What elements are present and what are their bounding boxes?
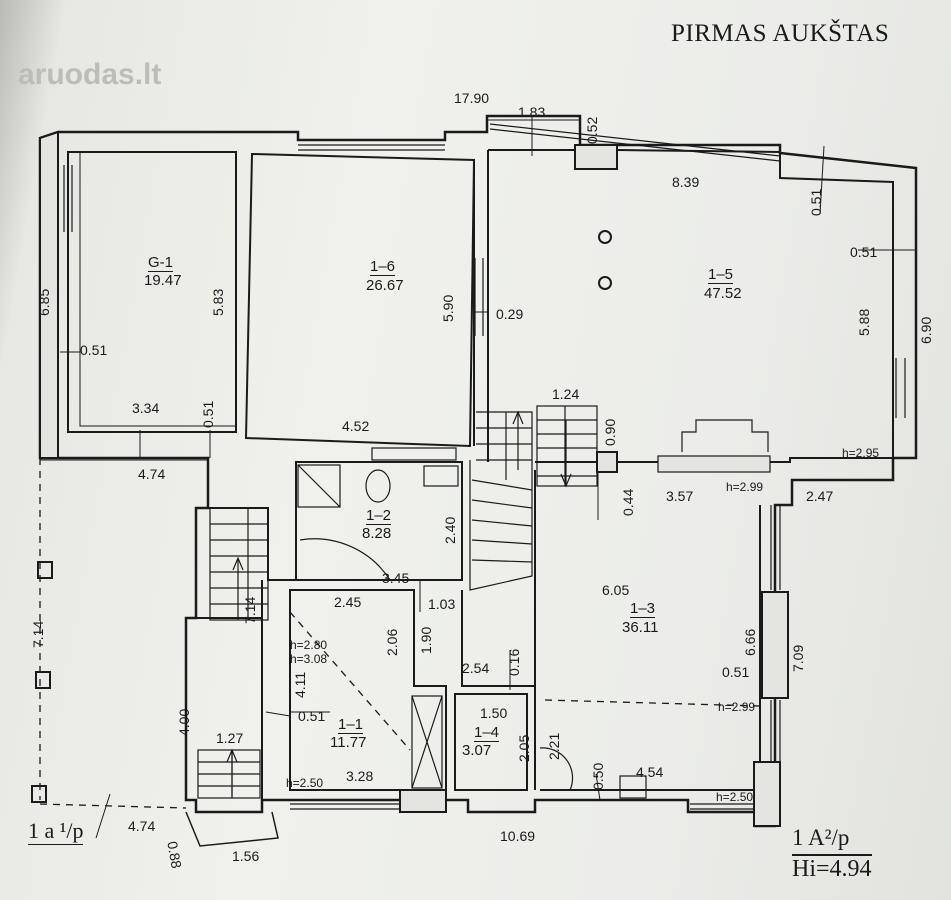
scale-label: 1 A²/p bbox=[792, 825, 850, 850]
room-1-6 bbox=[244, 152, 476, 448]
dim-5-90: 5.90 bbox=[440, 294, 456, 322]
room-area-1-6: 26.67 bbox=[366, 277, 404, 294]
dim-0-90: 0.90 bbox=[602, 418, 618, 446]
room-1-4 bbox=[454, 693, 528, 791]
dim-4-11: 4.11 bbox=[292, 671, 308, 698]
room-id-1-1: 1–1 bbox=[338, 716, 364, 734]
dim-2-45: 2.45 bbox=[334, 594, 362, 610]
room-1-5 bbox=[488, 149, 894, 463]
dim-3-45: 3.45 bbox=[382, 570, 410, 586]
dim-6-66: 6.66 bbox=[742, 628, 758, 656]
height-250a: h=2.50 bbox=[286, 776, 324, 790]
dim-2-47: 2.47 bbox=[806, 488, 834, 504]
dim-0-51b: 0.51 bbox=[850, 244, 878, 260]
dim-7-14b: 7.14 bbox=[242, 596, 258, 624]
dim-0-29: 0.29 bbox=[496, 306, 524, 322]
dim-0-51d: 0.51 bbox=[200, 400, 216, 428]
height-250b: h=2.50 bbox=[716, 790, 754, 804]
room-id-1-2: 1–2 bbox=[366, 507, 392, 525]
room-area-1-2: 8.28 bbox=[362, 525, 392, 542]
room-area-1-3: 36.11 bbox=[622, 619, 659, 636]
dim-0-51e: 0.51 bbox=[722, 664, 750, 680]
room-id-1-3: 1–3 bbox=[630, 600, 656, 618]
height-295: h=2.95 bbox=[842, 446, 880, 460]
dim-3-28: 3.28 bbox=[346, 768, 374, 784]
dim-1-56: 1.56 bbox=[232, 848, 260, 864]
dim-0-52: 0.52 bbox=[584, 116, 600, 144]
dim-3-34: 3.34 bbox=[132, 400, 160, 416]
dim-2-06: 2.06 bbox=[384, 628, 400, 656]
dim-0-51a: 0.51 bbox=[808, 188, 824, 216]
room-id-1-6: 1–6 bbox=[370, 258, 396, 276]
room-id-g1: G-1 bbox=[148, 254, 174, 272]
height-label: Hi=4.94 bbox=[792, 854, 872, 882]
room-1-2 bbox=[295, 461, 463, 581]
watermark: aruodas.lt bbox=[18, 58, 162, 91]
dim-2-54: 2.54 bbox=[462, 660, 490, 676]
dim-2-21: 2.21 bbox=[546, 732, 562, 760]
dim-4-74b: 4.74 bbox=[128, 818, 156, 834]
dim-0-44: 0.44 bbox=[620, 488, 636, 516]
room-area-1-5: 47.52 bbox=[704, 285, 742, 302]
dim-5-83: 5.83 bbox=[210, 288, 226, 316]
stair-label: 1 a ¹/p bbox=[28, 818, 84, 845]
dim-7-14a: 7.14 bbox=[30, 620, 46, 648]
dim-6-85: 6.85 bbox=[36, 288, 52, 316]
room-area-1-4: 3.07 bbox=[462, 742, 492, 759]
dim-5-88: 5.88 bbox=[856, 308, 872, 336]
floor-title: PIRMAS AUKŠTAS bbox=[671, 20, 890, 47]
dim-1-50: 1.50 bbox=[480, 705, 508, 721]
dim-4-74a: 4.74 bbox=[138, 466, 166, 482]
dim-1-83: 1.83 bbox=[518, 104, 546, 120]
dim-6-90: 6.90 bbox=[918, 316, 934, 344]
room-1-1 bbox=[289, 589, 447, 791]
dim-3-57: 3.57 bbox=[666, 488, 694, 504]
height-308: h=3.08 bbox=[290, 652, 328, 666]
dim-6-05: 6.05 bbox=[602, 582, 630, 598]
room-area-g1: 19.47 bbox=[144, 272, 182, 289]
dim-0-50: 0.50 bbox=[590, 762, 606, 790]
dim-1-27: 1.27 bbox=[216, 730, 244, 746]
dim-7-09: 7.09 bbox=[790, 644, 806, 672]
dim-0-51f: 0.51 bbox=[298, 708, 326, 724]
wall-fill bbox=[39, 130, 59, 459]
dim-2-40: 2.40 bbox=[442, 516, 458, 544]
dim-10-69: 10.69 bbox=[500, 828, 536, 844]
room-id-1-4: 1–4 bbox=[474, 724, 500, 742]
room-g1-inner bbox=[79, 151, 237, 427]
vestibule bbox=[196, 580, 263, 800]
dim-0-16: 0.16 bbox=[506, 648, 522, 676]
height-299a: h=2.99 bbox=[726, 480, 764, 494]
dim-4-54: 4.54 bbox=[636, 764, 664, 780]
dim-8-39: 8.39 bbox=[672, 174, 700, 190]
dim-4-00: 4.00 bbox=[176, 708, 192, 736]
height-299b: h=2.99 bbox=[718, 700, 756, 714]
room-area-1-1: 11.77 bbox=[330, 734, 367, 751]
dim-2-05: 2.05 bbox=[516, 734, 532, 762]
room-1-3 bbox=[461, 470, 761, 791]
dim-1-90: 1.90 bbox=[418, 626, 434, 654]
dim-0-51c: 0.51 bbox=[80, 342, 108, 358]
room-id-1-5: 1–5 bbox=[708, 266, 734, 284]
height-280: h=2.80 bbox=[290, 638, 328, 652]
dim-4-52: 4.52 bbox=[342, 418, 370, 434]
outer-wall bbox=[38, 114, 918, 828]
dim-1-03: 1.03 bbox=[428, 596, 456, 612]
dim-total-top: 17.90 bbox=[454, 90, 490, 106]
dim-1-24: 1.24 bbox=[552, 386, 580, 402]
